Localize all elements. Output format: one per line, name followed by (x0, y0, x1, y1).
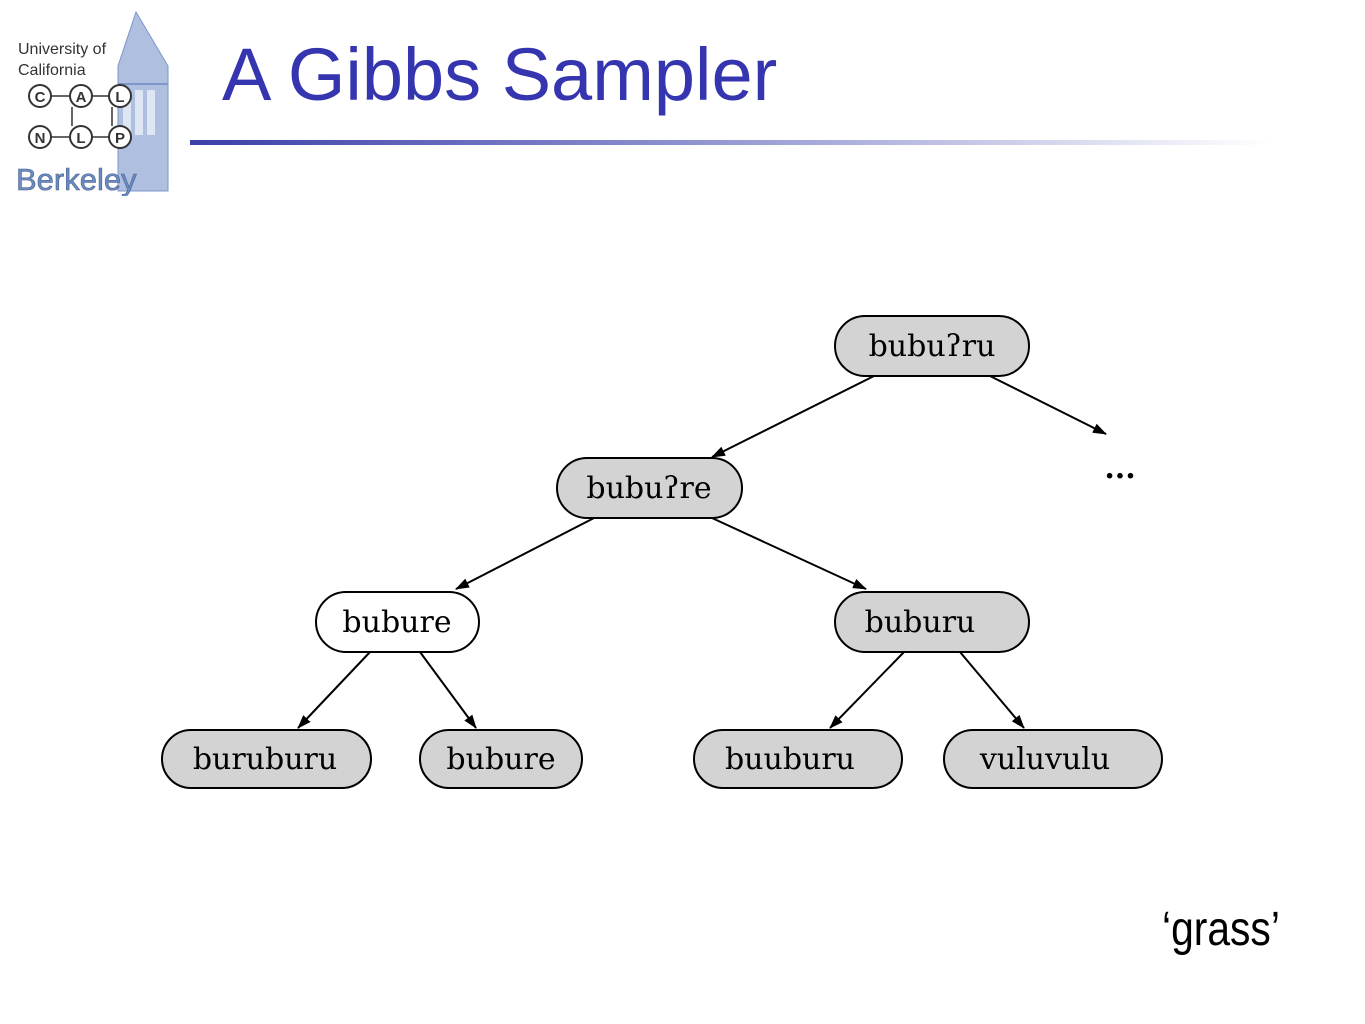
edge-left-to-leaf1 (297, 651, 371, 729)
logo-letter-circle (69, 125, 93, 149)
edge-right-to-leaf4 (959, 651, 1025, 729)
campanile-tower-icon (117, 10, 169, 192)
tree-node-level1: bubuʔre (556, 457, 743, 519)
node-label: buburu (865, 605, 976, 640)
tree-node-leaf: buuburu (693, 729, 903, 789)
logo-letter: C (35, 89, 46, 106)
logo-letter: A (76, 89, 87, 106)
logo-university-text: University of (18, 41, 107, 58)
node-label: bubure (342, 605, 451, 640)
logo-letter: L (115, 89, 124, 106)
tree-node-leaf: buruburu (161, 729, 372, 789)
edge-right-to-leaf3 (829, 651, 905, 729)
edge-root-to-level1 (711, 375, 875, 458)
node-label: buruburu (193, 742, 337, 777)
node-label: vuluvulu (979, 742, 1110, 777)
edge-level1-to-right (711, 517, 867, 590)
logo-letter-circle (108, 84, 132, 108)
edge-left-to-leaf2 (419, 651, 477, 729)
edge-level1-to-left (455, 517, 595, 590)
node-label: bubuʔru (869, 329, 996, 364)
tree-node-leaf: bubure (419, 729, 583, 789)
berkeley-nlp-logo: University of California C A L N L P Berkeley (16, 10, 169, 196)
edge-root-to-ellipsis (989, 375, 1107, 435)
node-label: buuburu (725, 742, 855, 777)
gloss-text: ‘grass’ (1162, 903, 1280, 956)
tree-node-root: bubuʔru (834, 315, 1030, 377)
logo-letter-circle (28, 84, 52, 108)
logo-letter-circles: C A L N L P (28, 84, 132, 149)
logo-california-text: California (18, 62, 86, 79)
slide-title: A Gibbs Sampler (222, 33, 778, 116)
tree-node-leaf: vuluvulu (943, 729, 1163, 789)
logo-letter-circle (108, 125, 132, 149)
title-underline (190, 140, 1270, 145)
node-label: bubuʔre (586, 471, 711, 506)
logo-letter: L (76, 130, 85, 147)
tree-node-level2-right: buburu (834, 591, 1030, 653)
logo-letter: P (115, 130, 125, 147)
logo-letter: N (35, 130, 46, 147)
logo-berkeley-wordmark: Berkeley (16, 162, 137, 196)
tree-ellipsis: ... (1104, 451, 1135, 486)
logo-letter-circle (69, 84, 93, 108)
tree-node-level2-left: bubure (315, 591, 480, 653)
logo-letter-circle (28, 125, 52, 149)
node-label: bubure (446, 742, 555, 777)
